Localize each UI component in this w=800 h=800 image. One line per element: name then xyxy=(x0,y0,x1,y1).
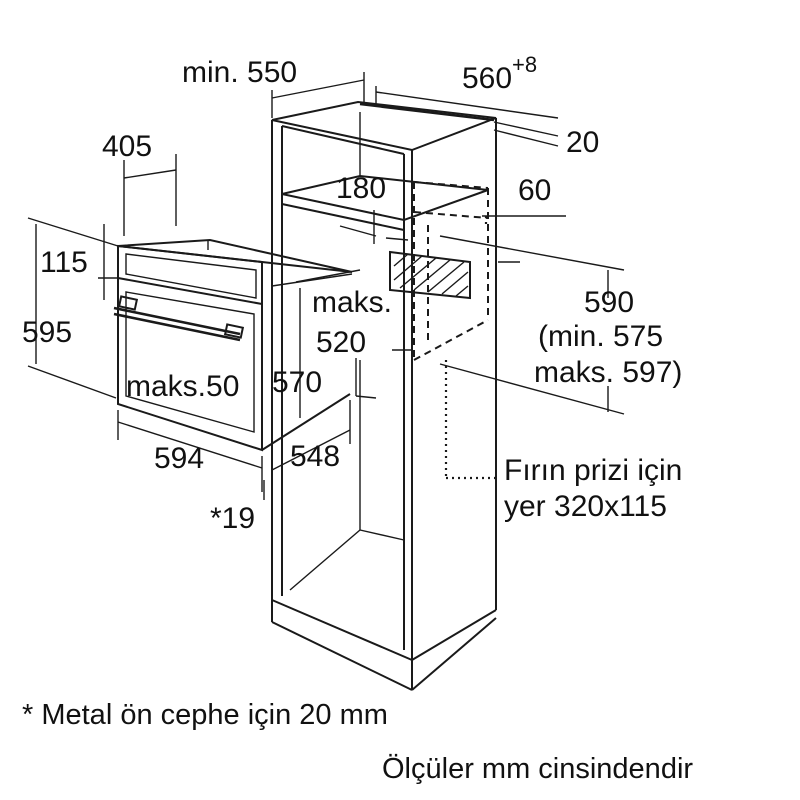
dim-180: 180 xyxy=(336,172,386,205)
dim-594: 594 xyxy=(154,442,204,475)
dim-maks-50: maks.50 xyxy=(126,370,239,403)
dim-570: 570 xyxy=(272,366,322,399)
dim-maks-597: maks. 597) xyxy=(534,356,682,389)
dim-590: 590 xyxy=(584,286,634,319)
dim-min-575: (min. 575 xyxy=(538,320,663,353)
footnote-units: Ölçüler mm cinsindendir xyxy=(382,753,693,785)
oven xyxy=(113,238,353,452)
dim-20: 20 xyxy=(566,126,599,159)
dim-maks-label: maks. xyxy=(312,286,392,319)
socket-note-line2: yer 320x115 xyxy=(504,490,667,523)
dim-595: 595 xyxy=(22,316,72,349)
oven-door-handle xyxy=(113,295,245,342)
dim-405: 405 xyxy=(102,130,152,163)
dim-548: 548 xyxy=(290,440,340,473)
dim-520: 520 xyxy=(316,326,366,359)
socket-hatch xyxy=(393,253,469,297)
dim-star-19: *19 xyxy=(210,502,255,535)
dim-560: 560 xyxy=(462,62,512,95)
footnote-metal-front: * Metal ön cephe için 20 mm xyxy=(22,699,388,731)
dim-560-tolerance: +8 xyxy=(512,52,537,77)
cabinet xyxy=(271,100,520,691)
dim-min-550: min. 550 xyxy=(182,56,297,89)
dimension-lines xyxy=(27,72,625,500)
socket-note-line1: Fırın prizi için xyxy=(504,454,682,487)
dim-60: 60 xyxy=(518,174,551,207)
dim-115: 115 xyxy=(40,246,88,279)
